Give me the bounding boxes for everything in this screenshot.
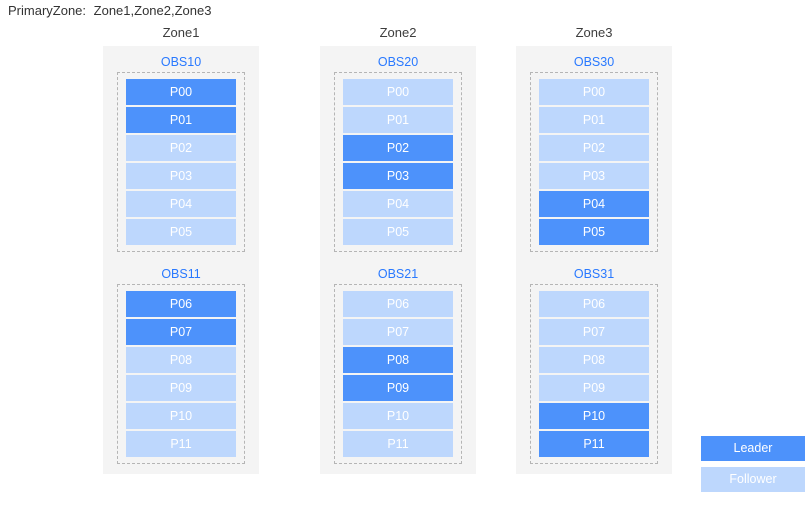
partition-cell[interactable]: P02 — [343, 135, 453, 161]
partition-cell[interactable]: P04 — [539, 191, 649, 217]
partition-cell[interactable]: P01 — [343, 107, 453, 133]
observer-group-title[interactable]: OBS10 — [160, 55, 202, 69]
partition-cell[interactable]: P09 — [343, 375, 453, 401]
partition-cell[interactable]: P03 — [343, 163, 453, 189]
partition-cell[interactable]: P11 — [343, 431, 453, 457]
partition-cell[interactable]: P10 — [126, 403, 236, 429]
primary-zone-value: Zone1,Zone2,Zone3 — [93, 3, 212, 18]
partition-cell[interactable]: P09 — [126, 375, 236, 401]
partition-cell[interactable]: P07 — [126, 319, 236, 345]
observer-group-title[interactable]: OBS31 — [573, 267, 615, 281]
partition-cell[interactable]: P07 — [539, 319, 649, 345]
partition-cell[interactable]: P03 — [539, 163, 649, 189]
partition-cell[interactable]: P11 — [126, 431, 236, 457]
partition-cell[interactable]: P04 — [126, 191, 236, 217]
partition-cell[interactable]: P01 — [539, 107, 649, 133]
partition-cell[interactable]: P02 — [539, 135, 649, 161]
primary-zone-label: PrimaryZone: — [8, 3, 87, 18]
partition-cell[interactable]: P08 — [343, 347, 453, 373]
partition-cell[interactable]: P01 — [126, 107, 236, 133]
partition-cell[interactable]: P05 — [126, 219, 236, 245]
partition-cell[interactable]: P08 — [539, 347, 649, 373]
primary-zone-header: PrimaryZone: Zone1,Zone2,Zone3 — [8, 3, 211, 18]
zone-title: Zone3 — [575, 25, 613, 40]
partition-cell[interactable]: P11 — [539, 431, 649, 457]
partition-cell[interactable]: P08 — [126, 347, 236, 373]
partition-cell[interactable]: P04 — [343, 191, 453, 217]
observer-group-title[interactable]: OBS11 — [161, 267, 201, 281]
partition-cell[interactable]: P10 — [539, 403, 649, 429]
partition-cell[interactable]: P00 — [343, 79, 453, 105]
zone-title: Zone2 — [379, 25, 417, 40]
partition-cell[interactable]: P05 — [343, 219, 453, 245]
partition-cell[interactable]: P02 — [126, 135, 236, 161]
zone-title: Zone1 — [162, 25, 200, 40]
partition-cell[interactable]: P06 — [343, 291, 453, 317]
legend-item-follower: Follower — [701, 467, 805, 492]
observer-group-title[interactable]: OBS21 — [377, 267, 419, 281]
partition-cell[interactable]: P00 — [539, 79, 649, 105]
observer-group-title[interactable]: OBS30 — [573, 55, 615, 69]
partition-cell[interactable]: P00 — [126, 79, 236, 105]
partition-cell[interactable]: P09 — [539, 375, 649, 401]
partition-cell[interactable]: P06 — [126, 291, 236, 317]
partition-cell[interactable]: P03 — [126, 163, 236, 189]
observer-group-title[interactable]: OBS20 — [377, 55, 419, 69]
partition-cell[interactable]: P05 — [539, 219, 649, 245]
partition-cell[interactable]: P07 — [343, 319, 453, 345]
legend-item-leader: Leader — [701, 436, 805, 461]
partition-cell[interactable]: P06 — [539, 291, 649, 317]
partition-cell[interactable]: P10 — [343, 403, 453, 429]
